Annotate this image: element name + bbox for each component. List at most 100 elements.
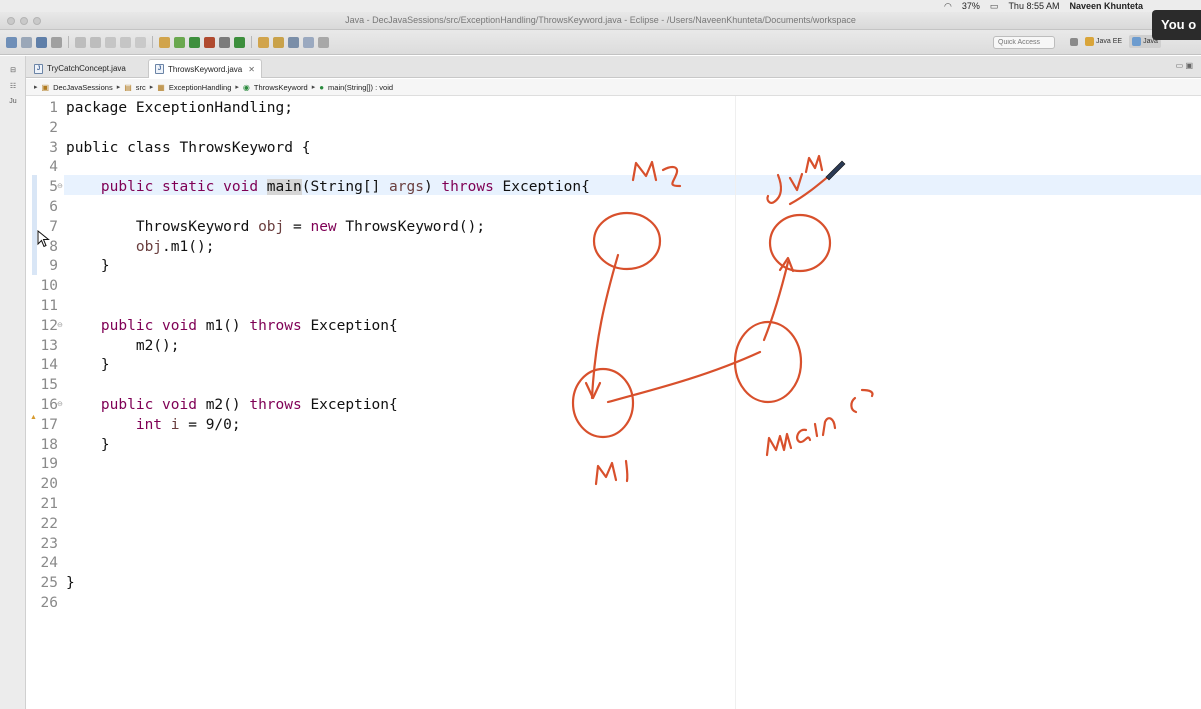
zoom-window-button[interactable] [33,17,41,25]
code-token: main [266,179,302,196]
breadcrumb-class[interactable]: ThrowsKeyword [253,82,308,92]
code-token: (String[] [301,179,390,196]
code-token: public void [66,397,206,413]
line-number: 15 [40,377,58,394]
tab-trycatchconcept[interactable]: J TryCatchConcept.java [28,59,132,78]
line-number: 23 [40,535,58,552]
breadcrumb: ▸ ▣ DecJavaSessions ▸ ▤ src ▸ ▦ Exceptio… [26,79,1201,96]
toolbar-separator [68,36,69,48]
maximize-editor-icon[interactable]: ▭ ▣ [1175,61,1193,70]
perspective-java-label: Java [1143,38,1158,45]
editor-tab-bar: J TryCatchConcept.java J ThrowsKeyword.j… [26,56,1201,78]
menu-bar-status: ◠ 37% ▭ Thu 8:55 AM Naveen Khunteta [944,0,1143,12]
close-window-button[interactable] [7,17,15,25]
code-line[interactable]: } [66,435,110,455]
line-number: 21 [40,496,58,512]
menu-bar-user[interactable]: Naveen Khunteta [1069,1,1143,11]
toolbar-button-icon[interactable] [189,36,200,48]
breadcrumb-arrow-icon[interactable]: ▸ [235,84,239,91]
code-line[interactable]: int i = 9/0; [66,415,241,435]
wifi-icon[interactable]: ◠ [944,0,952,11]
toolbar-button-icon[interactable] [75,36,86,48]
code-token: } [66,258,110,275]
toolbar-button-icon[interactable] [90,36,101,48]
code-token: ExceptionHandling; [135,100,293,116]
code-line[interactable]: } [66,355,110,375]
line-number: 12 [40,317,58,334]
code-token: m2(); [66,337,180,354]
fold-toggle-icon[interactable]: ⊖ [57,401,63,408]
line-number: 16 [40,397,58,413]
toolbar-button-icon[interactable] [219,36,230,48]
minimize-window-button[interactable] [20,17,28,25]
fold-toggle-icon[interactable]: ⊖ [57,183,63,191]
battery-percent: 37% [961,1,980,11]
print-margin [735,96,736,709]
line-number: 5 [49,179,58,196]
line-number: 13 [40,337,58,354]
breadcrumb-src[interactable]: src [135,82,146,92]
code-line[interactable]: public void m2() throws Exception{ [66,395,398,415]
toolbar-button-icon[interactable] [318,36,329,48]
line-number: 1 [49,100,58,116]
toolbar-button-icon[interactable] [135,36,146,48]
breadcrumb-package[interactable]: ExceptionHandling [168,82,232,92]
toolbar-button-icon[interactable] [174,36,185,48]
toolbar-button-icon[interactable] [105,36,116,48]
breadcrumb-project[interactable]: DecJavaSessions [53,82,113,92]
breadcrumb-arrow-icon[interactable]: ▸ [116,84,121,91]
java-file-icon: J [34,63,43,74]
toolbar-button-icon[interactable] [303,36,314,48]
breadcrumb-arrow-icon[interactable]: ▸ [149,84,154,91]
toolbar-button-icon[interactable] [6,36,17,48]
toolbar-button-icon[interactable] [288,36,299,48]
code-line[interactable]: ThrowsKeyword obj = new ThrowsKeyword(); [66,217,485,237]
toolbar-button-icon[interactable] [258,36,269,48]
code-token: package [66,100,136,116]
battery-icon[interactable]: ▭ [989,0,999,11]
toolbar-button-icon[interactable] [204,36,215,48]
code-token: i [170,416,180,433]
fold-toggle-icon[interactable]: ⊖ [57,321,63,329]
toolbar-button-icon[interactable] [36,36,47,48]
code-line[interactable]: } [66,256,110,276]
code-token: int [66,416,171,433]
code-line[interactable]: public class ThrowsKeyword { [66,138,310,158]
toolbar-button-icon[interactable] [21,36,32,48]
quick-access-input[interactable] [993,36,1055,49]
code-line[interactable]: package ExceptionHandling; [66,98,293,118]
class-icon: ◉ [242,82,250,92]
code-line[interactable]: m2(); [66,336,180,356]
warning-marker-icon[interactable]: ▲ [30,414,37,421]
breadcrumb-method[interactable]: main(String[]) : void [328,82,394,92]
code-token: } [66,436,110,453]
line-number: 9 [49,258,58,275]
package-explorer-icon[interactable]: ☷ [9,83,17,90]
breadcrumb-arrow-icon[interactable]: ▸ [311,84,316,91]
breadcrumb-arrow-icon[interactable]: ▸ [34,84,38,91]
toolbar-button-icon[interactable] [51,36,62,48]
code-token: Exception{ [502,179,590,196]
code-line[interactable]: public static void main(String[] args) t… [66,177,590,197]
junit-icon[interactable]: Ju [9,98,17,105]
toolbar-buttons [6,36,329,48]
line-number: 3 [49,139,58,156]
toolbar-button-icon[interactable] [273,36,284,48]
perspective-java-ee[interactable]: Java EE [1082,35,1125,48]
open-perspective-icon[interactable] [1070,37,1078,46]
code-line[interactable]: public void m1() throws Exception{ [66,316,398,336]
java-ee-icon [1085,37,1094,46]
toolbar-button-icon[interactable] [234,36,245,48]
close-tab-icon[interactable]: ✕ [248,64,255,74]
code-line[interactable]: } [66,573,75,593]
toolbar-button-icon[interactable] [159,36,170,48]
code-line[interactable]: obj.m1(); [66,237,215,257]
restore-view-icon[interactable]: ⊟ [10,67,16,74]
line-number: 19 [40,456,58,473]
toolbar-button-icon[interactable] [120,36,131,48]
screen-share-overlay: You o [1152,10,1201,40]
package-icon: ▦ [157,82,165,92]
tab-throwskeyword[interactable]: J ThrowsKeyword.java ✕ [148,59,262,78]
menu-bar-clock[interactable]: Thu 8:55 AM [1008,1,1060,11]
